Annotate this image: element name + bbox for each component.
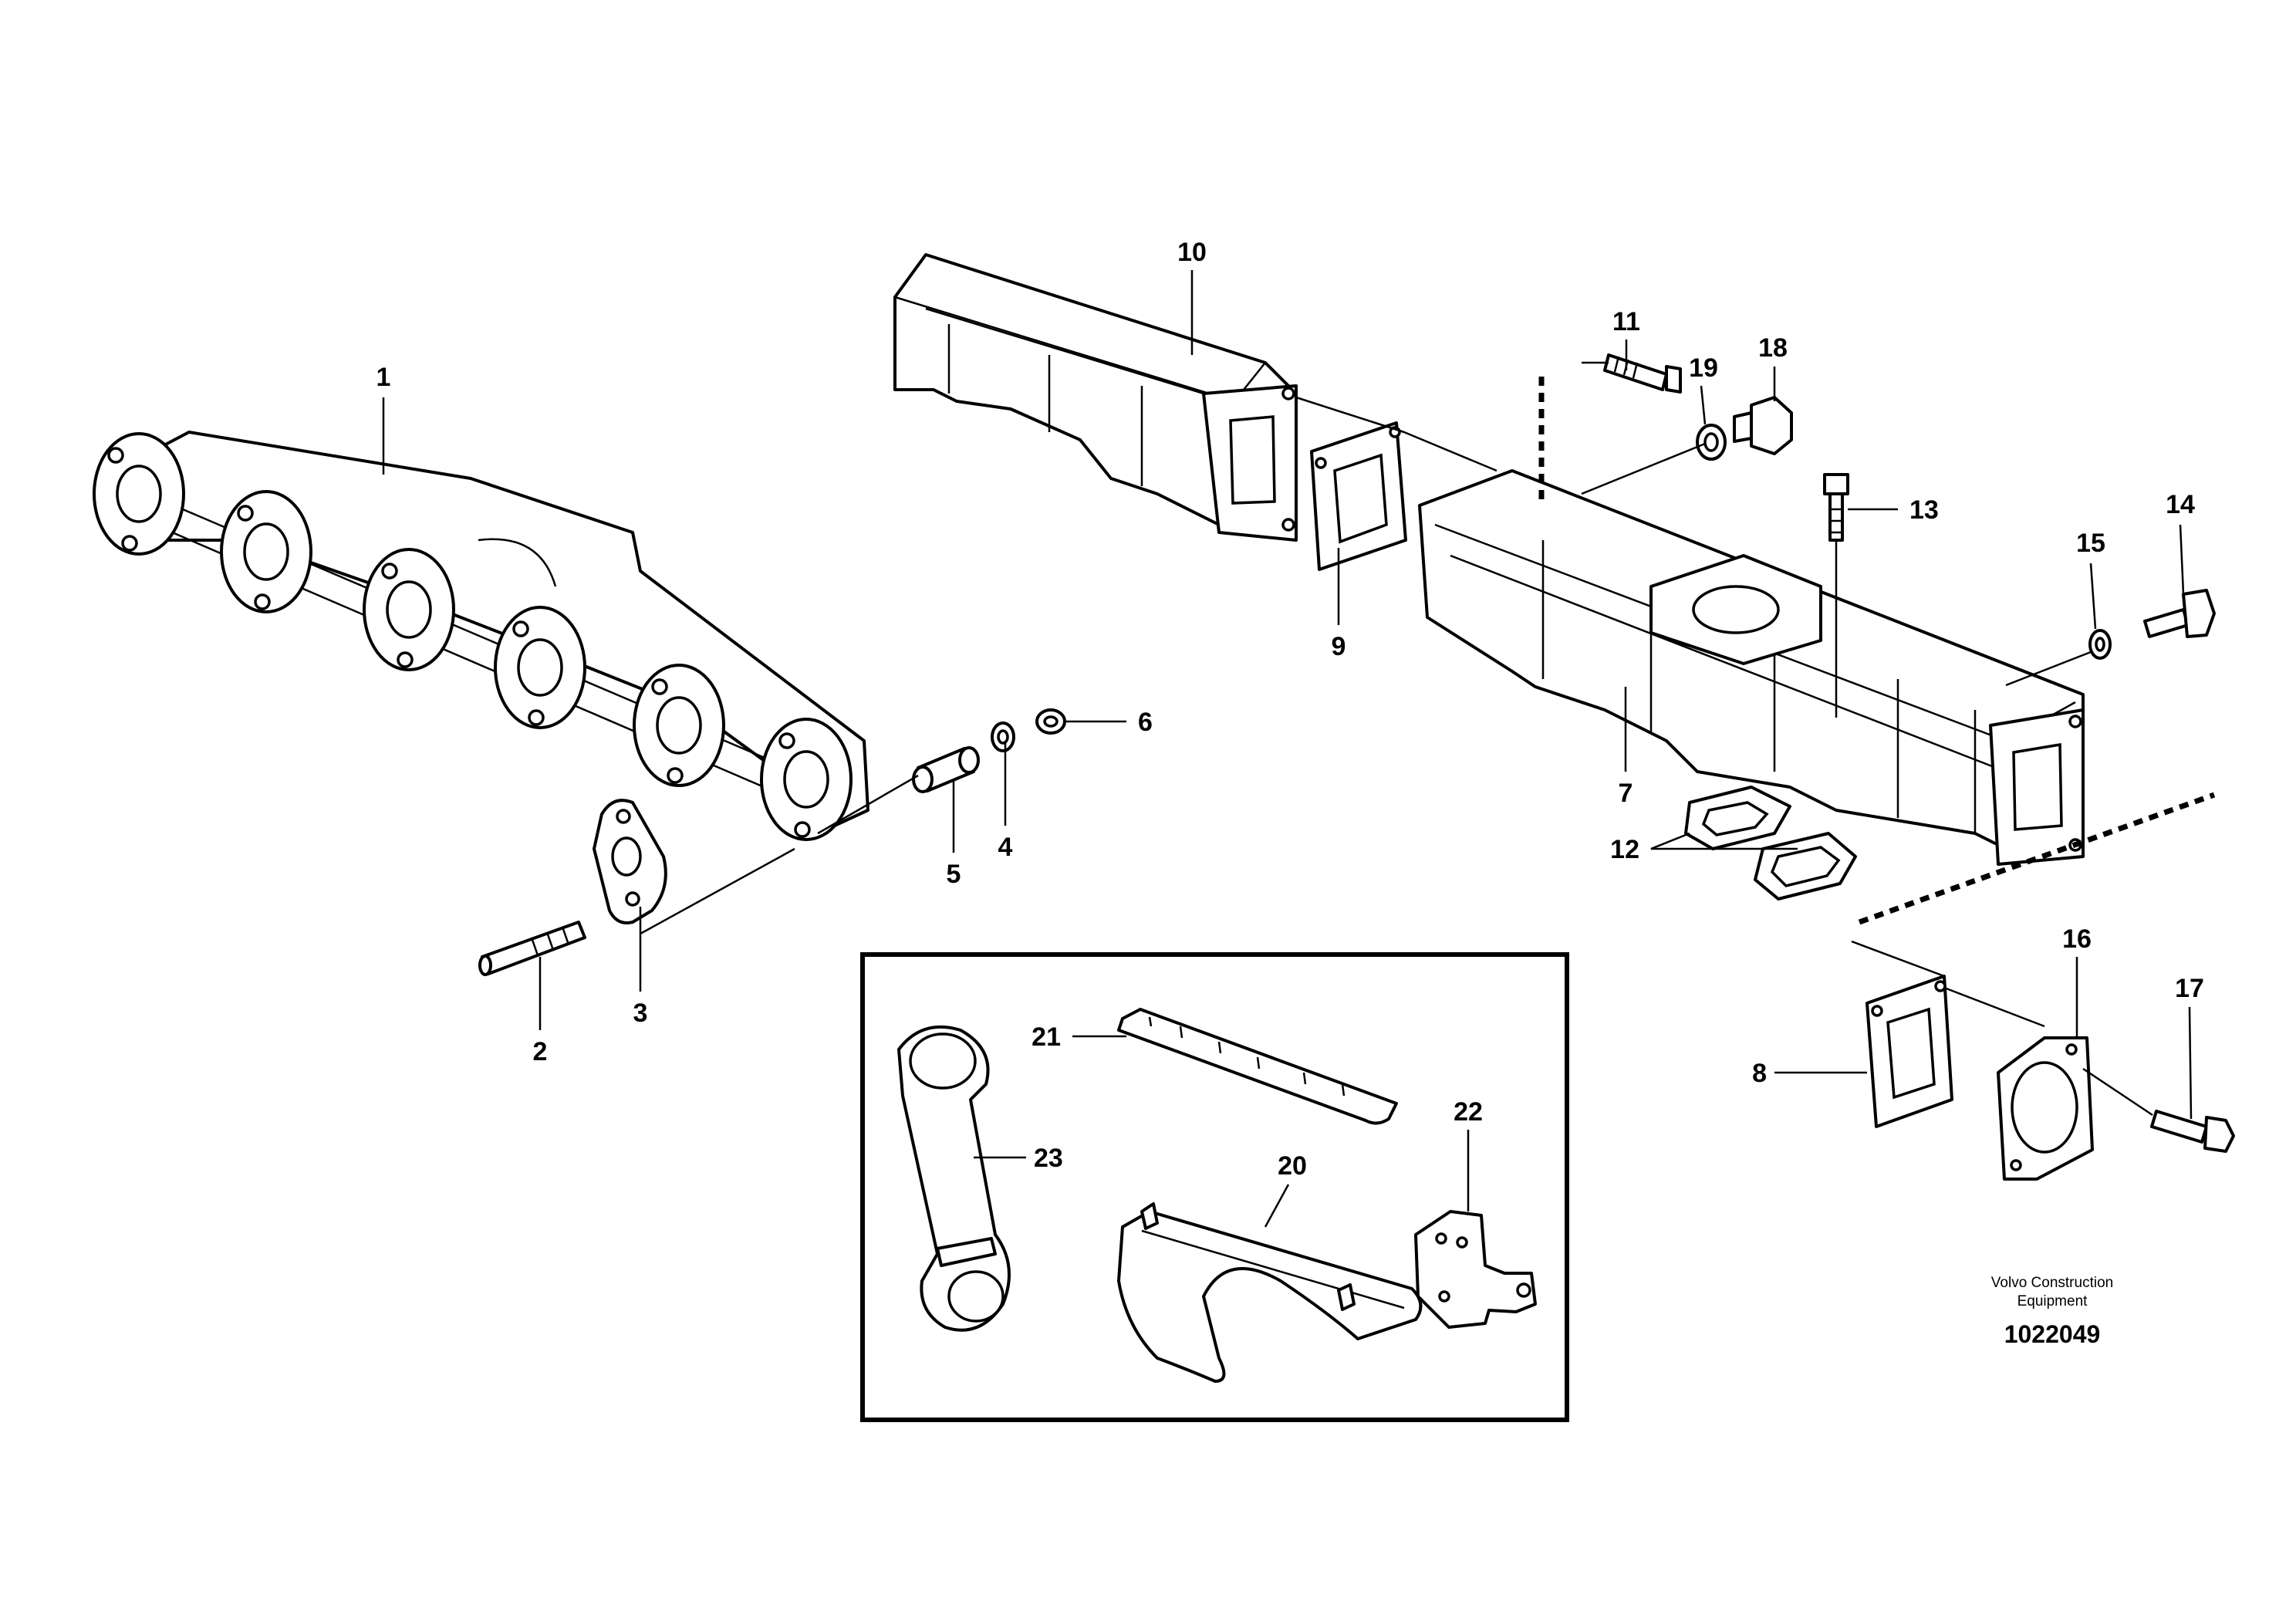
callout-20: 20 xyxy=(1278,1151,1307,1181)
callout-3: 3 xyxy=(633,999,648,1028)
plug-part-18 xyxy=(1733,396,1793,455)
callout-9: 9 xyxy=(1332,632,1346,661)
callout-21: 21 xyxy=(1032,1022,1061,1052)
spacer-part-5 xyxy=(912,746,980,793)
publisher-caption: Volvo Construction Equipment 1022049 xyxy=(1991,1275,2113,1348)
callout-17: 17 xyxy=(2175,974,2204,1003)
bolt-part-11 xyxy=(1603,353,1682,394)
manifold-section-part-7 xyxy=(1418,469,2085,866)
caption-line-1: Volvo Construction xyxy=(1991,1275,2113,1291)
shield-part-20 xyxy=(1117,1202,1423,1383)
bolt-part-13 xyxy=(1823,473,1849,542)
callout-19: 19 xyxy=(1689,353,1718,383)
exhaust-manifold-part-1 xyxy=(93,431,869,841)
callout-10: 10 xyxy=(1177,238,1207,267)
kit-inset-frame xyxy=(860,952,1569,1422)
callout-15: 15 xyxy=(2076,529,2105,558)
callout-16: 16 xyxy=(2062,924,2092,954)
callout-14: 14 xyxy=(2166,490,2195,519)
washer-part-4 xyxy=(991,721,1015,752)
callout-4: 4 xyxy=(998,833,1013,862)
gasket-part-3 xyxy=(593,799,667,924)
callout-5: 5 xyxy=(947,860,961,889)
manifold-section-part-10 xyxy=(893,253,1298,542)
document-number: 1022049 xyxy=(2004,1320,2101,1348)
nut-part-6 xyxy=(1035,708,1066,735)
callout-8: 8 xyxy=(1752,1059,1767,1088)
callout-18: 18 xyxy=(1758,333,1788,363)
bolt-part-14 xyxy=(2143,589,2216,638)
callout-22: 22 xyxy=(1454,1097,1483,1127)
washer-part-19 xyxy=(1696,424,1727,461)
callout-23: 23 xyxy=(1034,1144,1063,1173)
caption-line-2: Equipment xyxy=(2017,1293,2088,1309)
callout-11: 11 xyxy=(1612,307,1640,336)
bracket-part-22 xyxy=(1414,1210,1537,1329)
callout-7: 7 xyxy=(1619,779,1633,808)
cover-plate-part-16 xyxy=(1997,1036,2094,1181)
leader-lines xyxy=(382,270,2193,1228)
pipe-part-23 xyxy=(897,1025,1011,1332)
bolt-part-17 xyxy=(2150,1110,2235,1153)
washer-part-15 xyxy=(2088,629,2112,660)
callout-labels: 1 2 3 4 5 6 7 8 9 10 11 12 13 14 15 16 1… xyxy=(376,238,2204,1181)
callout-12: 12 xyxy=(1610,835,1639,864)
stud-part-2 xyxy=(478,921,586,976)
heat-shield-part-21 xyxy=(1117,1008,1398,1125)
gasket-part-8 xyxy=(1866,975,1953,1128)
callout-1: 1 xyxy=(376,363,391,392)
callout-13: 13 xyxy=(1909,495,1939,525)
callout-6: 6 xyxy=(1138,708,1153,737)
callout-2: 2 xyxy=(533,1037,548,1066)
gasket-part-9 xyxy=(1310,421,1407,571)
